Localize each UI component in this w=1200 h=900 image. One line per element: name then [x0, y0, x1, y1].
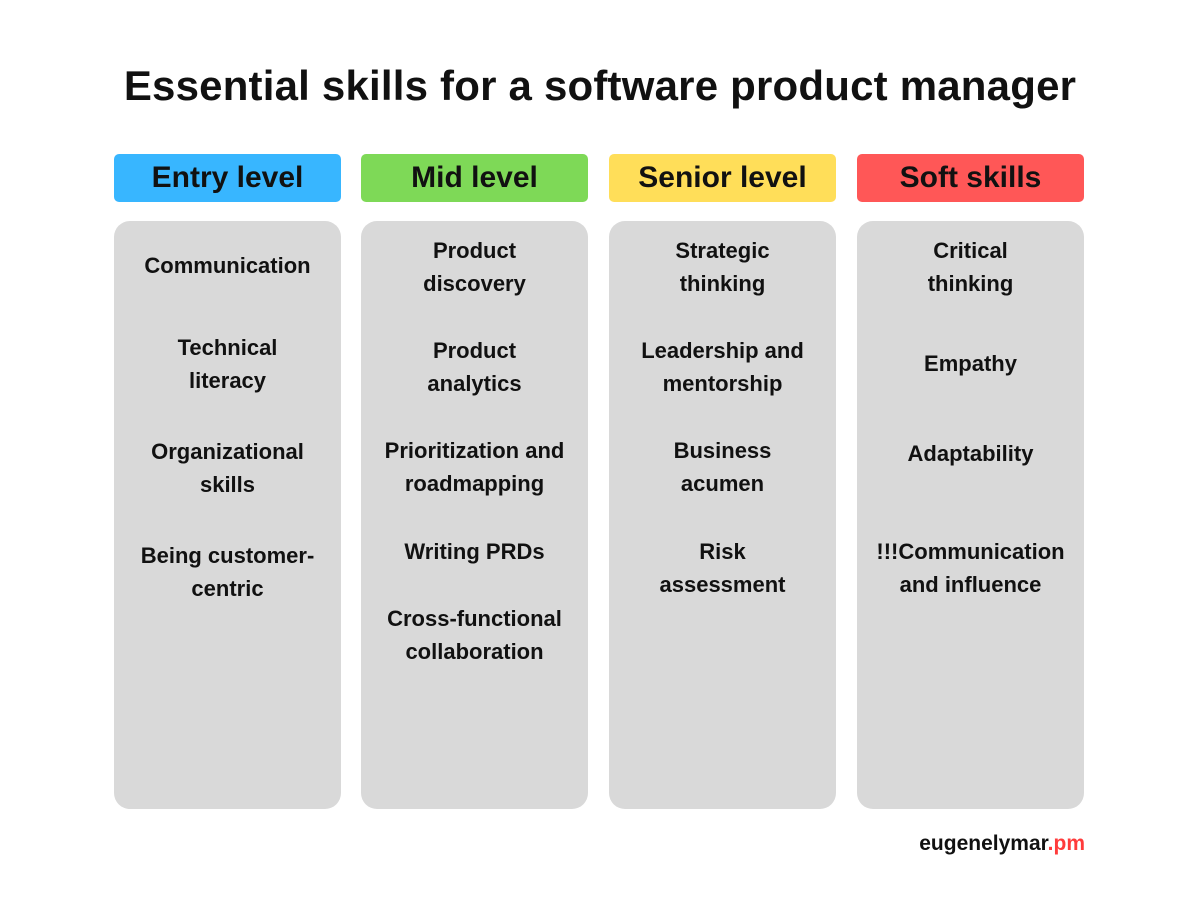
column-entry-level: Entry level Communication Technical lite…: [114, 154, 341, 809]
skill-item: Business acumen: [673, 438, 772, 496]
skills-panel: Product discovery Product analytics Prio…: [361, 221, 588, 809]
column-mid-level: Mid level Product discovery Product anal…: [361, 154, 588, 809]
column-header: Soft skills: [857, 154, 1084, 202]
skill-item: Communication: [144, 253, 311, 278]
page-title: Essential skills for a software product …: [123, 62, 1077, 109]
column-header: Mid level: [361, 154, 588, 202]
skills-panel: Strategic thinking Leadership and mentor…: [609, 221, 836, 809]
footer-domain: eugenelymar: [919, 832, 1048, 855]
skill-item: Product analytics: [427, 338, 522, 396]
column-header: Senior level: [609, 154, 836, 202]
skill-item: Prioritization and roadmapping: [384, 438, 565, 496]
skill-item: Organizational skills: [151, 439, 304, 497]
skill-item: Adaptability: [907, 441, 1034, 466]
skill-item: Strategic thinking: [675, 238, 770, 296]
skill-item: Writing PRDs: [404, 539, 545, 564]
skill-item: Empathy: [924, 351, 1017, 376]
skill-item: Critical thinking: [927, 238, 1014, 296]
skills-panel: Critical thinking Empathy Adaptability !…: [857, 221, 1084, 809]
skill-item: Cross-functional collaboration: [387, 606, 562, 664]
footer-tld: .pm: [1047, 832, 1085, 855]
skills-panel: Communication Technical literacy Organiz…: [114, 221, 341, 809]
skill-item: Risk assessment: [659, 539, 786, 597]
skill-item: Product discovery: [423, 238, 526, 296]
skill-item: !!!Communication and influence: [876, 539, 1065, 597]
column-soft-skills: Soft skills Critical thinking Empathy Ad…: [857, 154, 1084, 809]
skill-item: Leadership and mentorship: [641, 338, 804, 396]
skill-item: Technical literacy: [177, 335, 278, 393]
footer-brand: eugenelymar.pm: [919, 832, 1085, 856]
column-senior-level: Senior level Strategic thinking Leadersh…: [609, 154, 836, 809]
skill-item: Being customer- centric: [140, 543, 315, 601]
column-header: Entry level: [114, 154, 341, 202]
